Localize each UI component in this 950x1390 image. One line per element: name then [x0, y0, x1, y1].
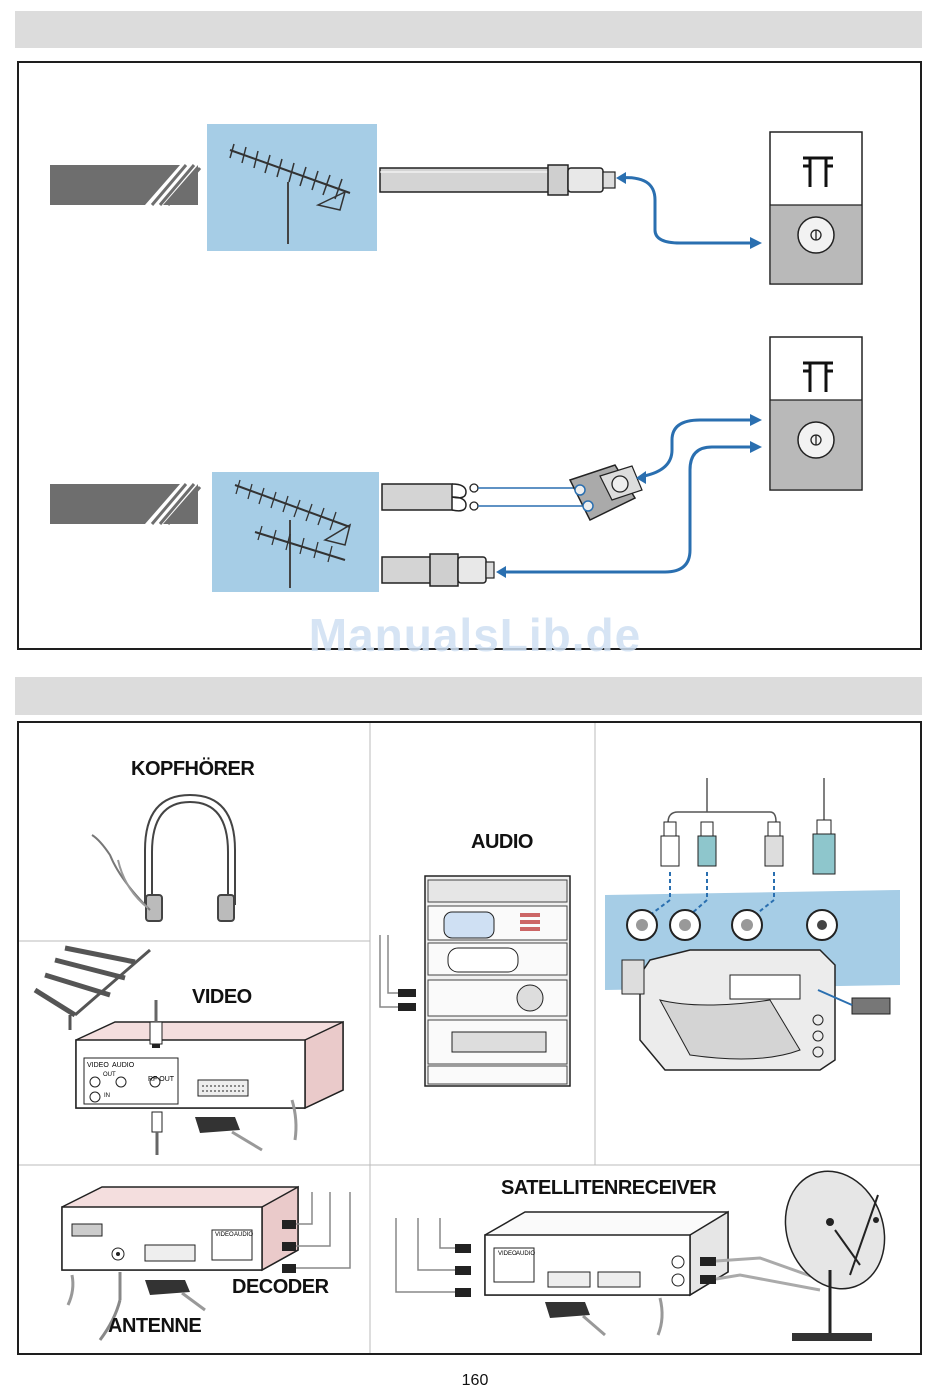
camcorder-icon: [605, 778, 900, 1070]
page-number: 160: [0, 1372, 950, 1390]
antenna-icon: [35, 948, 150, 1030]
label-decoder: DECODER: [232, 1276, 329, 1299]
stereo-system-icon: [380, 876, 570, 1086]
vcr-rf-out-text: RF OUT: [148, 1076, 174, 1083]
label-video: VIDEO: [192, 986, 252, 1009]
decoder-audio-text: AUDIO: [234, 1232, 253, 1238]
label-headphones: KOPFHÖRER: [131, 758, 254, 781]
sat-audio-text: AUDIO: [516, 1251, 535, 1257]
vcr-video-text: VIDEO: [87, 1062, 109, 1069]
label-satellite-receiver: SATELLITENRECEIVER: [501, 1177, 716, 1200]
rca-plug-icon: [661, 820, 835, 874]
vcr-icon: [76, 1000, 343, 1155]
decoder-icon: [62, 1187, 350, 1340]
vcr-audio-text: AUDIO: [112, 1062, 134, 1069]
satellite-dish-icon: [769, 1157, 900, 1341]
headphones-icon: [92, 795, 235, 921]
satellite-receiver-icon: [396, 1212, 822, 1335]
sat-video-text: VIDEO: [498, 1251, 517, 1257]
vcr-out-text: OUT: [103, 1072, 116, 1078]
decoder-video-text: VIDEO: [215, 1232, 234, 1238]
vcr-in-text: IN: [104, 1093, 110, 1099]
label-antenna: ANTENNE: [108, 1315, 201, 1338]
label-audio: AUDIO: [471, 831, 533, 854]
scart-plug-icon: [195, 1117, 240, 1133]
